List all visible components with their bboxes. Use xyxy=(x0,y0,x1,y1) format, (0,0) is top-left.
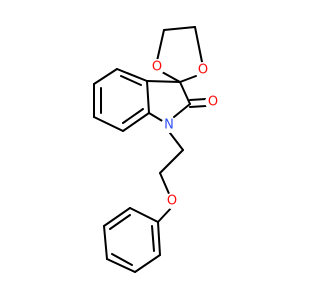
bond-phenyl-2 xyxy=(134,254,161,273)
ring-o-left-label: O xyxy=(152,60,162,75)
carbonyl-o-label: O xyxy=(208,95,218,110)
bond-benzo-double-2 xyxy=(122,108,144,124)
bond-carbonyl-double-a xyxy=(189,98,207,101)
lactam-n-atom: N xyxy=(161,117,177,133)
bond-ch2-o-linker xyxy=(159,172,171,197)
bond-ch2-ch2-linker xyxy=(159,149,184,174)
bond-o-left-ch2 xyxy=(156,29,165,62)
ring-o-left-atom: O xyxy=(149,59,165,75)
bond-o-phenyl xyxy=(157,206,173,223)
phenyl-ring xyxy=(103,207,161,273)
bond-benzo-2 xyxy=(146,80,150,114)
phenoxyethyl-chain xyxy=(157,132,184,223)
bond-phenyl-4 xyxy=(103,225,108,260)
bond-benzo-3 xyxy=(122,112,150,132)
bond-phenyl-double-1 xyxy=(151,225,155,252)
bond-phenyl-3 xyxy=(106,258,136,273)
carbonyl-group xyxy=(189,98,207,108)
bond-phenyl-double-2 xyxy=(111,253,133,266)
bond-benzo-double-1 xyxy=(120,75,142,86)
ring-o-right-label: O xyxy=(198,63,208,78)
bond-n-ch2 xyxy=(169,132,184,151)
bond-phenyl-5 xyxy=(103,207,131,227)
bond-benzo-6 xyxy=(93,68,118,85)
linker-o-label: O xyxy=(167,194,177,209)
bond-phenyl-double-3 xyxy=(109,214,131,230)
lactam-ring xyxy=(146,80,191,123)
indole-benzo-ring xyxy=(93,68,150,132)
dioxolane-ring xyxy=(156,26,203,83)
bond-o-right-spiro xyxy=(179,75,197,83)
bond-phenyl-6 xyxy=(129,207,159,223)
bond-ch2-o-right xyxy=(194,26,203,63)
ring-o-right-atom: O xyxy=(195,62,211,78)
bond-spiro-o-left xyxy=(161,71,181,83)
lactam-n-label: N xyxy=(164,118,174,133)
bond-spiro-carbonyl xyxy=(179,81,191,105)
atom-labels: O O O N O xyxy=(149,59,221,209)
bond-benzo-4 xyxy=(93,116,124,132)
carbonyl-o-atom: O xyxy=(205,94,221,110)
bond-carbonyl-double-b xyxy=(189,105,207,108)
linker-o-atom: O xyxy=(164,193,180,209)
bond-n-c7a xyxy=(148,112,165,123)
bond-carbonyl-n xyxy=(173,103,191,118)
bond-c3a-spiro xyxy=(146,80,181,83)
bond-phenyl-1 xyxy=(157,221,161,256)
bond-benzo-1 xyxy=(116,68,148,82)
molecule-structure-diagram: O O O N O xyxy=(93,26,221,273)
bond-ch2-ch2 xyxy=(163,26,196,31)
